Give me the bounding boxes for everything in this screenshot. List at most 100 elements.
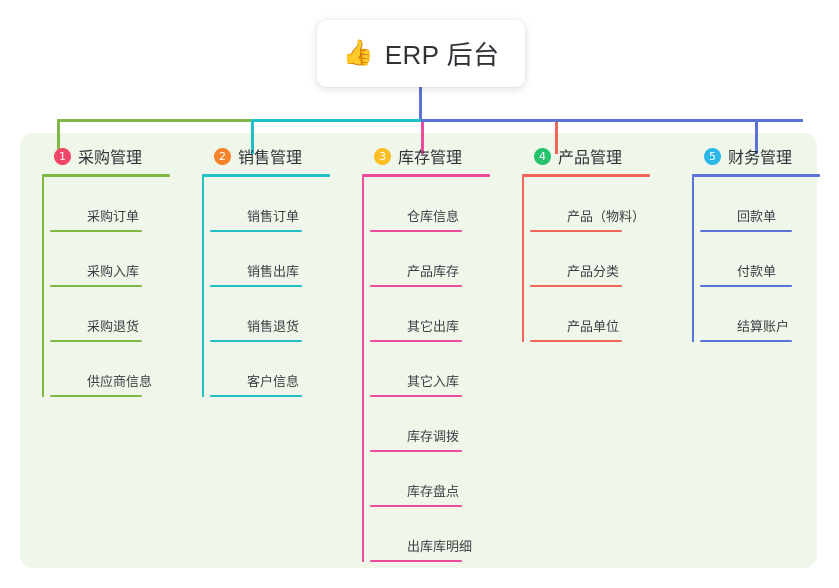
- branch-column-4: 4 产品管理产品（物料） 产品分类产品单位: [514, 143, 674, 342]
- branch-item[interactable]: 其它出库: [362, 287, 514, 342]
- branch-item-rule: [370, 230, 462, 232]
- connector-stem-2: [251, 122, 254, 154]
- branch-item-label: 产品库存: [407, 264, 460, 279]
- diagram-background-panel: [20, 133, 817, 568]
- branch-item[interactable]: 客户信息: [202, 342, 354, 397]
- branch-item[interactable]: 销售退货: [202, 287, 354, 342]
- branch-item[interactable]: 仓库信息: [362, 177, 514, 232]
- branch-item-rule: [210, 285, 302, 287]
- branch-number-badge: 4: [534, 147, 551, 165]
- branch-column-5: 5 财务管理回款单付款单结算账户: [684, 143, 839, 342]
- branch-item-rule: [370, 285, 462, 287]
- connector-bar-segment-1: [57, 119, 253, 122]
- branch-item[interactable]: 销售订单: [202, 177, 354, 232]
- thumbs-up-icon: 👍: [342, 39, 374, 67]
- branch-item-list: 销售订单销售出库销售退货客户信息: [194, 177, 354, 397]
- branch-header-4[interactable]: 4 产品管理: [514, 143, 674, 169]
- branch-item-rule: [530, 340, 622, 342]
- branch-item-label: 产品（物料）: [567, 209, 646, 224]
- branch-item-label: 产品分类: [567, 264, 620, 279]
- branch-column-3: 3 库存管理仓库信息产品库存其它出库其它入库库存调拨库存盘点出库库明细: [354, 143, 514, 562]
- branch-item[interactable]: 产品（物料）: [522, 177, 674, 232]
- branch-item-label: 采购入库: [87, 264, 140, 279]
- branch-number-badge: 3: [374, 147, 391, 165]
- branch-item-label: 出库库明细: [407, 539, 473, 554]
- branch-item-rule: [370, 450, 462, 452]
- branch-item-rule: [700, 230, 792, 232]
- trunk-line: [419, 87, 422, 122]
- branch-number-badge: 2: [214, 147, 231, 165]
- branch-item-label: 采购订单: [87, 209, 140, 224]
- branch-item-rule: [700, 285, 792, 287]
- root-node-content: 👍 ERP 后台: [343, 35, 500, 72]
- connector-stem-1: [57, 122, 60, 154]
- branch-item-label: 供应商信息: [87, 374, 153, 389]
- branch-item-rule: [210, 395, 302, 397]
- connector-stem-4: [555, 122, 558, 154]
- branch-item-rule: [530, 285, 622, 287]
- branch-item-rule: [50, 395, 142, 397]
- branch-item[interactable]: 库存调拨: [362, 397, 514, 452]
- branch-item-label: 结算账户: [737, 319, 790, 334]
- branch-title: 库存管理: [398, 150, 463, 167]
- branch-item[interactable]: 采购入库: [42, 232, 194, 287]
- branch-spine: [362, 177, 364, 562]
- branch-header-rule: [522, 174, 650, 177]
- branch-item-label: 其它出库: [407, 319, 460, 334]
- branch-item-label: 销售出库: [247, 264, 300, 279]
- branch-item-rule: [370, 505, 462, 507]
- branch-item-rule: [210, 340, 302, 342]
- branch-item[interactable]: 出库库明细: [362, 507, 514, 562]
- branch-item[interactable]: 采购退货: [42, 287, 194, 342]
- branch-title: 采购管理: [78, 150, 143, 167]
- branch-item-rule: [50, 285, 142, 287]
- branch-item[interactable]: 产品单位: [522, 287, 674, 342]
- branch-item-label: 仓库信息: [407, 209, 460, 224]
- connector-stem-5: [755, 122, 758, 154]
- branch-item-rule: [50, 340, 142, 342]
- branch-item[interactable]: 产品库存: [362, 232, 514, 287]
- branch-item-label: 库存盘点: [407, 484, 460, 499]
- branch-item-list: 采购订单采购入库采购退货供应商信息: [34, 177, 194, 397]
- branch-item-rule: [370, 340, 462, 342]
- branch-title: 产品管理: [558, 150, 623, 167]
- branch-header-rule: [692, 174, 820, 177]
- branch-header-rule: [42, 174, 170, 177]
- branch-item-label: 库存调拨: [407, 429, 460, 444]
- branch-item[interactable]: 其它入库: [362, 342, 514, 397]
- branch-item-label: 其它入库: [407, 374, 460, 389]
- branch-item-label: 销售退货: [247, 319, 300, 334]
- branch-item[interactable]: 库存盘点: [362, 452, 514, 507]
- branch-item-label: 采购退货: [87, 319, 140, 334]
- branch-spine: [522, 177, 524, 342]
- branch-item-label: 销售订单: [247, 209, 300, 224]
- branch-item[interactable]: 付款单: [692, 232, 839, 287]
- branch-item-rule: [530, 230, 622, 232]
- root-node-erp-backend[interactable]: 👍 ERP 后台: [317, 20, 525, 87]
- branch-item-list: 产品（物料） 产品分类产品单位: [514, 177, 674, 342]
- branch-header-rule: [362, 174, 490, 177]
- connector-bar-segment-4: [755, 119, 803, 122]
- branch-title: 财务管理: [728, 150, 793, 167]
- branch-header-1[interactable]: 1 采购管理: [34, 143, 194, 169]
- branch-header-5[interactable]: 5 财务管理: [684, 143, 839, 169]
- branch-spine: [202, 177, 204, 397]
- connector-bar-segment-3: [421, 119, 758, 122]
- branch-item-label: 付款单: [737, 264, 777, 279]
- branch-item-label: 客户信息: [247, 374, 300, 389]
- branch-item[interactable]: 供应商信息: [42, 342, 194, 397]
- branch-header-3[interactable]: 3 库存管理: [354, 143, 514, 169]
- branch-item-rule: [370, 560, 462, 562]
- branch-item[interactable]: 产品分类: [522, 232, 674, 287]
- branch-item[interactable]: 回款单: [692, 177, 839, 232]
- branch-item[interactable]: 结算账户: [692, 287, 839, 342]
- branch-item[interactable]: 采购订单: [42, 177, 194, 232]
- branch-item-rule: [50, 230, 142, 232]
- branch-item[interactable]: 销售出库: [202, 232, 354, 287]
- branch-number-badge: 1: [54, 147, 71, 165]
- branch-number-badge: 5: [704, 147, 721, 165]
- connector-bar-segment-2: [251, 119, 423, 122]
